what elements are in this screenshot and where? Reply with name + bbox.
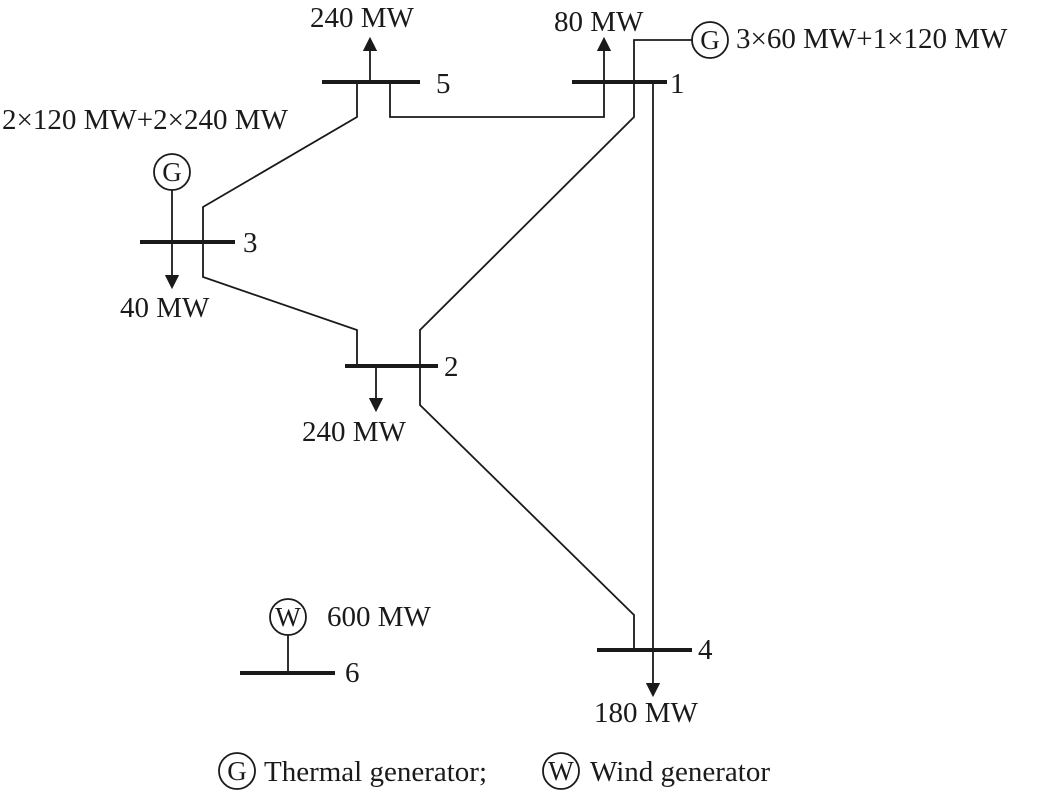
bus-3-label: 3 — [243, 227, 258, 259]
legend-wind-symbol: W — [548, 756, 574, 786]
line-2-4 — [419, 366, 635, 650]
legend-wind-icon — [542, 752, 580, 790]
line-1-2 — [419, 82, 635, 366]
bus-1-label: 1 — [670, 68, 685, 100]
line-5-3 — [202, 82, 358, 242]
bus-2-label: 2 — [444, 351, 459, 383]
load-label-bus-1: 80 MW — [554, 6, 644, 38]
legend-thermal-text: Thermal generator; — [264, 756, 487, 788]
gen-lead-bus-1 — [633, 39, 692, 82]
legend-thermal-symbol: G — [227, 756, 247, 786]
load-label-bus-4: 180 MW — [594, 697, 699, 729]
legend-thermal-icon — [218, 752, 256, 790]
gen-capacity-bus-6: 600 MW — [327, 601, 432, 633]
thermal-generator-icon — [153, 153, 191, 191]
gen-capacity-bus-3: 2×120 MW+2×240 MW — [2, 104, 289, 136]
bus-4-label: 4 — [698, 634, 713, 666]
line-5-1 — [389, 82, 605, 118]
legend-wind-text: Wind generator — [590, 756, 770, 788]
thermal-generator-icon — [691, 21, 729, 59]
gen-capacity-bus-1: 3×60 MW+1×120 MW — [736, 23, 1008, 55]
bus-5-label: 5 — [436, 68, 451, 100]
legend: G Thermal generator; W Wind generator — [218, 752, 770, 790]
gen-symbol-bus-1: G — [700, 25, 720, 55]
load-label-bus-3: 40 MW — [120, 292, 210, 324]
wind-generator-icon — [269, 598, 307, 636]
gen-symbol-bus-6: W — [275, 602, 301, 632]
bus-6-label: 6 — [345, 657, 360, 689]
line-3-2 — [202, 242, 358, 366]
gen-symbol-bus-3: G — [162, 157, 182, 187]
load-label-bus-5: 240 MW — [310, 2, 415, 34]
load-label-bus-2: 240 MW — [302, 416, 407, 448]
